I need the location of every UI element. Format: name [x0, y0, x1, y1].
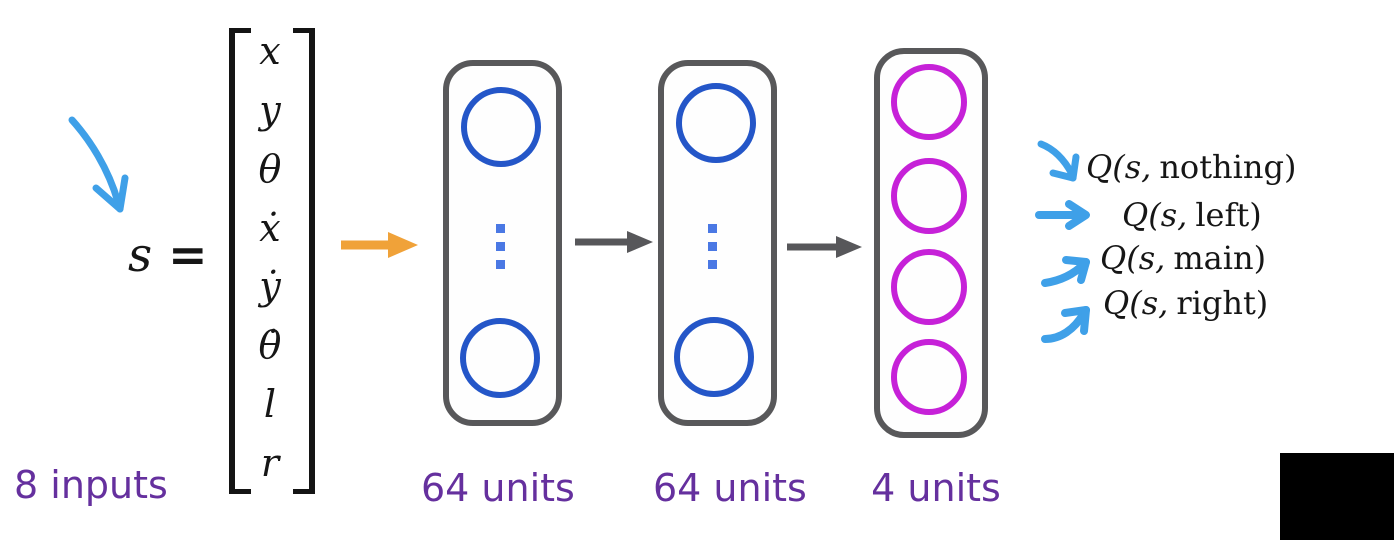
layer2-units-label: 64 units [653, 466, 807, 510]
unit-circle [674, 317, 754, 397]
equals-sign: = [168, 228, 208, 283]
vector-entry: θ̇ [258, 323, 282, 368]
unit-circle [676, 83, 756, 163]
q-right-arrow-icon [1041, 306, 1090, 343]
state-symbol: s [128, 228, 153, 283]
ellipsis-dots-icon [496, 224, 505, 269]
state-vector: x y θ ẋ ẏ θ̇ l r [246, 32, 294, 482]
q-action: main) [1173, 239, 1267, 277]
layer3-units-label: 4 units [871, 466, 1001, 510]
q-main-arrow-icon [1041, 256, 1090, 287]
layer1-to-layer2-arrow-icon [575, 231, 653, 253]
q-action: right) [1176, 284, 1269, 322]
vector-entry: x [259, 29, 281, 73]
unit-circle [891, 158, 967, 234]
input-feed-arrow-icon [341, 232, 418, 258]
inputs-count-label: 8 inputs [14, 463, 168, 507]
q-action: nothing) [1159, 148, 1297, 186]
vector-entry: y [259, 87, 281, 132]
ellipsis-dots-icon [708, 224, 717, 269]
vector-left-bracket [229, 28, 251, 494]
q-left-arrow-icon [1035, 200, 1090, 230]
q-value-nothing: Q(s,nothing) [1086, 148, 1296, 186]
q-action: left) [1195, 196, 1262, 234]
q-prefix: Q(s, [1122, 196, 1188, 234]
q-value-right: Q(s,right) [1103, 284, 1268, 322]
q-value-main: Q(s,main) [1100, 239, 1266, 277]
q-prefix: Q(s, [1100, 239, 1166, 277]
vector-entry: l [263, 382, 277, 427]
vector-entry: ẏ [259, 264, 281, 309]
unit-circle [891, 339, 967, 415]
video-corner-black-box [1280, 453, 1394, 540]
vector-entry: r [260, 440, 280, 485]
vector-entry: ẋ [259, 205, 281, 250]
layer1-units-label: 64 units [421, 466, 575, 510]
unit-circle [891, 249, 967, 325]
unit-circle [460, 318, 540, 398]
q-prefix: Q(s, [1103, 284, 1169, 322]
unit-circle [461, 87, 541, 167]
q-value-left: Q(s,left) [1122, 196, 1262, 234]
q-prefix: Q(s, [1086, 148, 1152, 186]
input-pointer-arrow-icon [68, 116, 129, 213]
vector-right-bracket [293, 28, 315, 494]
vector-entry: θ [258, 146, 282, 191]
unit-circle [891, 64, 967, 140]
layer2-to-layer3-arrow-icon [787, 236, 862, 258]
q-nothing-arrow-icon [1037, 140, 1080, 182]
state-equation: s= [128, 228, 208, 283]
